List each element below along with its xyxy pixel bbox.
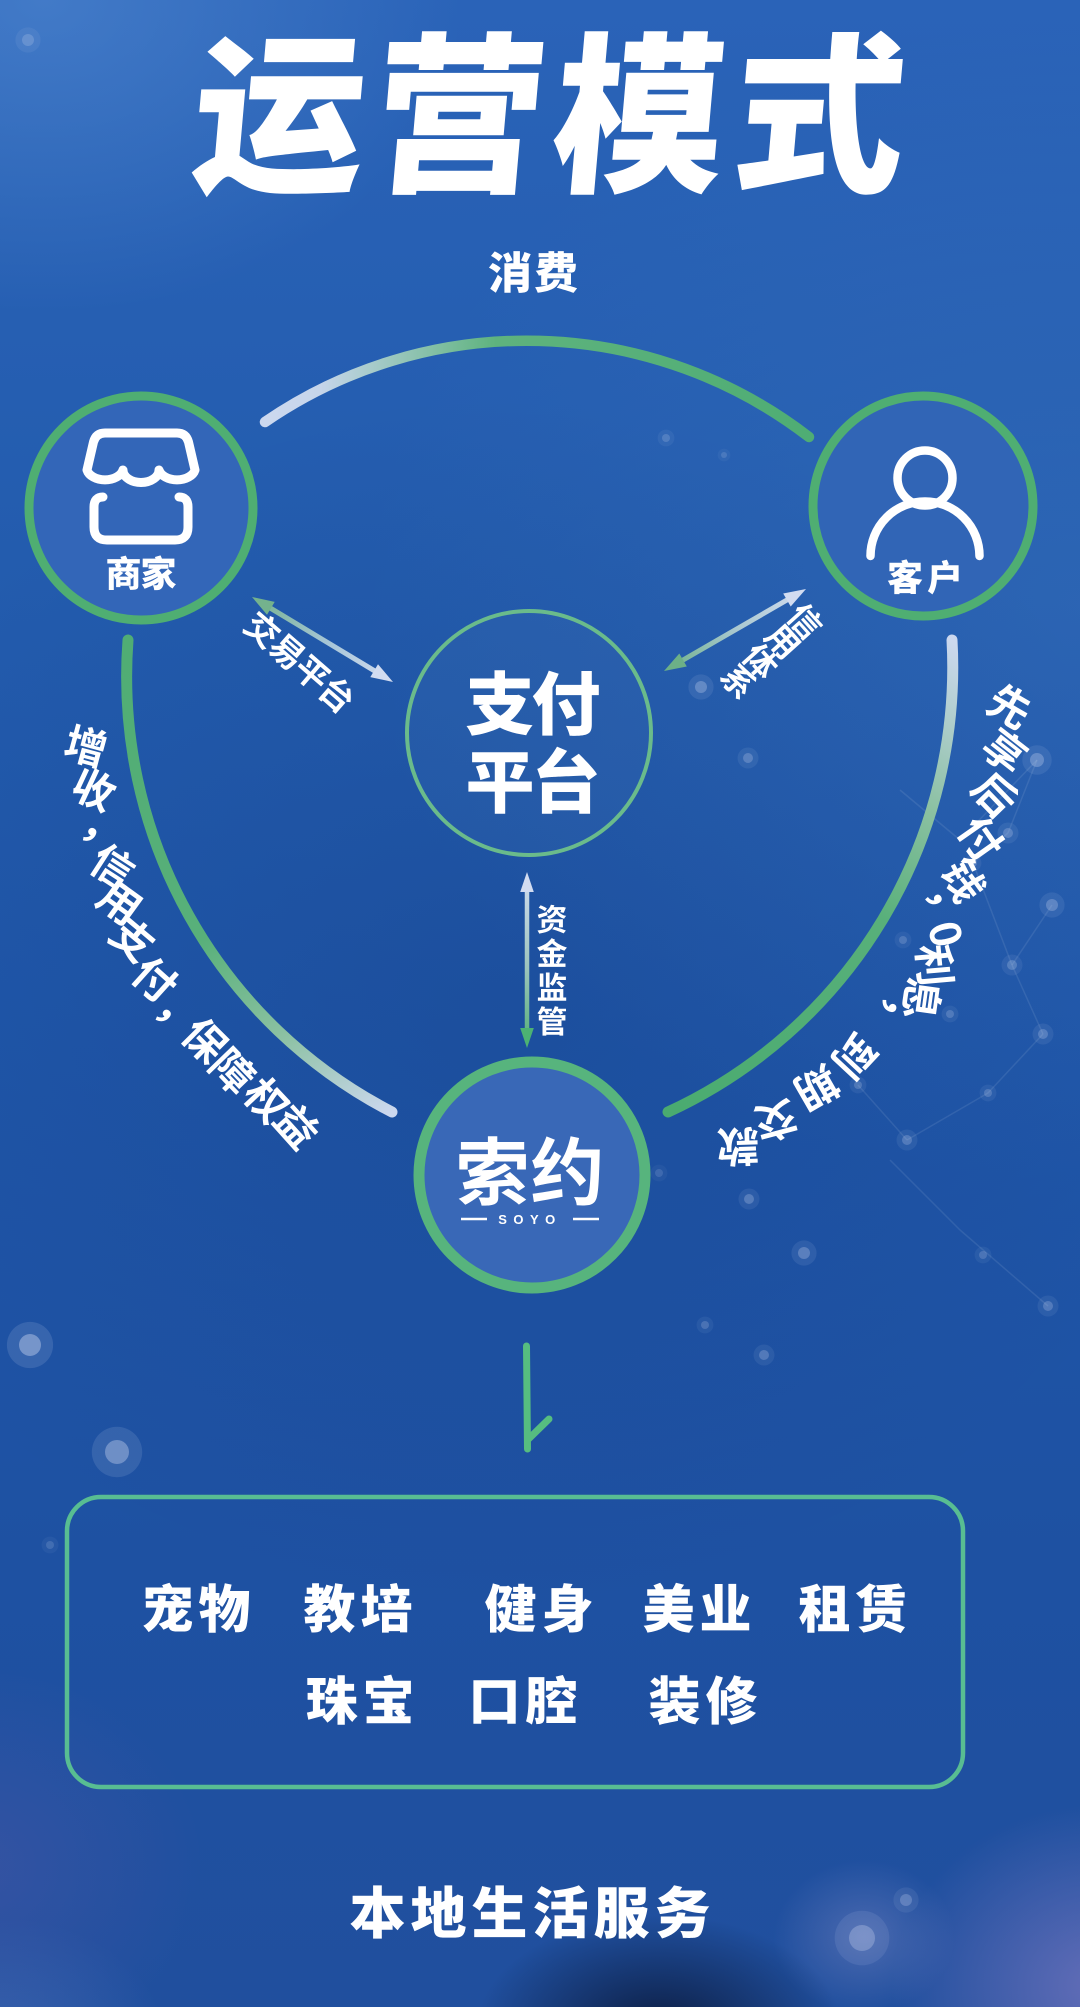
svg-text:SOYO: SOYO [498,1212,562,1227]
